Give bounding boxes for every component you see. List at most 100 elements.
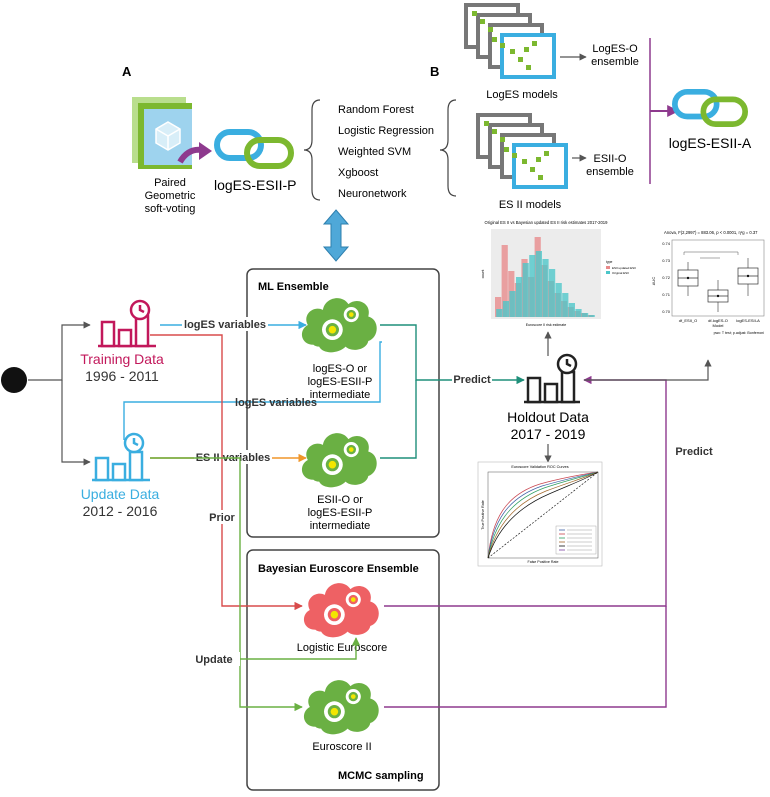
- svg-text:Anova, F(2,2997) = 883.06, p <: Anova, F(2,2997) = 883.06, p < 0.0001, η…: [664, 230, 758, 235]
- edge-predict-2: Predict: [675, 446, 713, 458]
- paired-label-3: soft-voting: [145, 203, 196, 215]
- loges-models-label: LogES models: [486, 89, 558, 101]
- ml-node-2-line3: intermediate: [310, 520, 371, 532]
- edge-prior: Prior: [209, 512, 235, 524]
- hist-bar: [549, 269, 556, 317]
- hist-bar: [516, 277, 523, 317]
- model-xgb: Xgboost: [338, 167, 378, 179]
- svg-text:Original ES II vs Bayesian upd: Original ES II vs Bayesian updated ES II…: [485, 220, 609, 225]
- ml-node-1-line2: logES-ESII-P: [308, 376, 373, 388]
- hist-bar: [501, 245, 508, 317]
- ml-node-1-line1: logES-O or: [313, 363, 368, 375]
- ml-node-1-icon: [301, 298, 377, 353]
- bayes-node-1-label: Logistic Euroscore: [297, 642, 388, 654]
- paired-label-1: Paired: [154, 177, 186, 189]
- svg-text:logES-ESII-A: logES-ESII-A: [736, 318, 760, 323]
- panel-a-label: A: [122, 64, 132, 79]
- model-rf: Random Forest: [338, 104, 414, 116]
- ml-node-1-line3: intermediate: [310, 389, 371, 401]
- edge-loges-vars-2: logES variables: [235, 397, 317, 409]
- mini-boxplot: Anova, F(2,2997) = 883.06, p < 0.0001, η…: [651, 230, 765, 335]
- loges-esii-a-title: logES-ESII-A: [669, 135, 752, 151]
- paired-label-2: Geometric: [145, 190, 196, 202]
- hist-bar: [502, 301, 509, 317]
- panel-b-brace: [439, 99, 457, 197]
- hist-bar: [495, 297, 502, 317]
- bayes-node-2-icon: [303, 680, 379, 735]
- update-data-icon: [92, 432, 150, 482]
- esii-models-label: ES II models: [499, 199, 562, 211]
- ml-ensemble-title: ML Ensemble: [258, 281, 329, 293]
- hist-bar: [588, 315, 595, 317]
- hist-bar: [575, 309, 582, 317]
- svg-text:0.73: 0.73: [662, 258, 671, 263]
- svg-text:False Positive Rate: False Positive Rate: [528, 560, 559, 564]
- esii-o-label-2: ensemble: [586, 166, 634, 178]
- link-icon-p: [217, 132, 291, 166]
- bayes-node-2-label: Euroscore II: [312, 741, 371, 753]
- mini-histogram: Original ES II vs Bayesian updated ES II…: [481, 220, 636, 327]
- svg-text:Original ESII: Original ESII: [612, 271, 629, 275]
- svg-text:ESII updated ESII: ESII updated ESII: [612, 266, 636, 270]
- svg-text:AUC: AUC: [651, 277, 656, 286]
- paired-voting-icon: [132, 97, 212, 169]
- training-data-label: Training Data: [80, 351, 164, 367]
- model-nn: Neuronetwork: [338, 188, 407, 200]
- hist-bar: [522, 263, 529, 317]
- svg-text:0.71: 0.71: [662, 292, 671, 297]
- hist-bar: [555, 283, 562, 317]
- holdout-data-label: Holdout Data: [507, 409, 589, 425]
- loges-o-label-1: LogES-O: [592, 43, 638, 55]
- svg-text:df_ESII_O: df_ESII_O: [679, 318, 697, 323]
- hist-bar: [496, 309, 503, 317]
- training-data-years: 1996 - 2011: [85, 368, 159, 384]
- hist-bar: [529, 255, 536, 317]
- svg-text:Euroscore II risk estimate: Euroscore II risk estimate: [526, 323, 567, 327]
- link-icon-a: [675, 92, 745, 124]
- svg-text:0.72: 0.72: [662, 275, 671, 280]
- svg-text:count: count: [481, 270, 485, 279]
- model-svm: Weighted SVM: [338, 146, 411, 158]
- esii-models-icon: [478, 115, 566, 187]
- hist-bar: [509, 291, 516, 317]
- start-node: [1, 367, 27, 393]
- bayes-title: Bayesian Euroscore Ensemble: [258, 563, 419, 575]
- holdout-data-years: 2017 - 2019: [511, 426, 586, 442]
- svg-text:type: type: [606, 260, 613, 264]
- loges-esii-p-title: logES-ESII-P: [214, 177, 296, 193]
- training-data-icon: [98, 299, 156, 348]
- double-arrow-icon: [322, 209, 350, 262]
- svg-text:True Positive Rate: True Positive Rate: [481, 500, 485, 529]
- bayes-box: [246, 549, 440, 791]
- ml-node-2-line1: ESII-O or: [317, 494, 363, 506]
- loges-o-label-2: ensemble: [591, 56, 639, 68]
- update-data-label: Update Data: [81, 486, 160, 502]
- hist-bar: [582, 313, 589, 317]
- mcmc-label: MCMC sampling: [338, 770, 424, 782]
- hist-bar: [568, 303, 575, 317]
- loges-models-icon: [466, 5, 554, 77]
- edge-loges-vars-1: logES variables: [184, 319, 266, 331]
- model-brace: [303, 99, 321, 201]
- ml-node-2-icon: [301, 433, 377, 488]
- holdout-data-icon: [524, 353, 580, 404]
- svg-text:Model: Model: [713, 323, 724, 328]
- svg-text:pwc: T test; p.adjust: Bonferr: pwc: T test; p.adjust: Bonferroni: [714, 331, 765, 335]
- mini-roc: Euroscore Validation ROC Curves False Po…: [477, 461, 603, 567]
- hist-bar: [535, 251, 542, 317]
- svg-text:0.70: 0.70: [662, 309, 671, 314]
- hist-bar: [542, 259, 549, 317]
- bayes-node-1-icon: [303, 583, 379, 638]
- ml-node-2-line2: logES-ESII-P: [308, 507, 373, 519]
- hist-bar: [562, 293, 569, 317]
- edge-update: Update: [195, 654, 232, 666]
- svg-text:df-logES-O: df-logES-O: [708, 318, 728, 323]
- ml-ensemble-box: [246, 268, 440, 538]
- esii-o-label-1: ESII-O: [593, 153, 626, 165]
- svg-text:0.74: 0.74: [662, 241, 671, 246]
- svg-text:Euroscore Validation ROC Curve: Euroscore Validation ROC Curves: [511, 465, 568, 469]
- model-lr: Logistic Regression: [338, 125, 434, 137]
- update-data-years: 2012 - 2016: [83, 503, 158, 519]
- edge-predict-1: Predict: [453, 374, 491, 386]
